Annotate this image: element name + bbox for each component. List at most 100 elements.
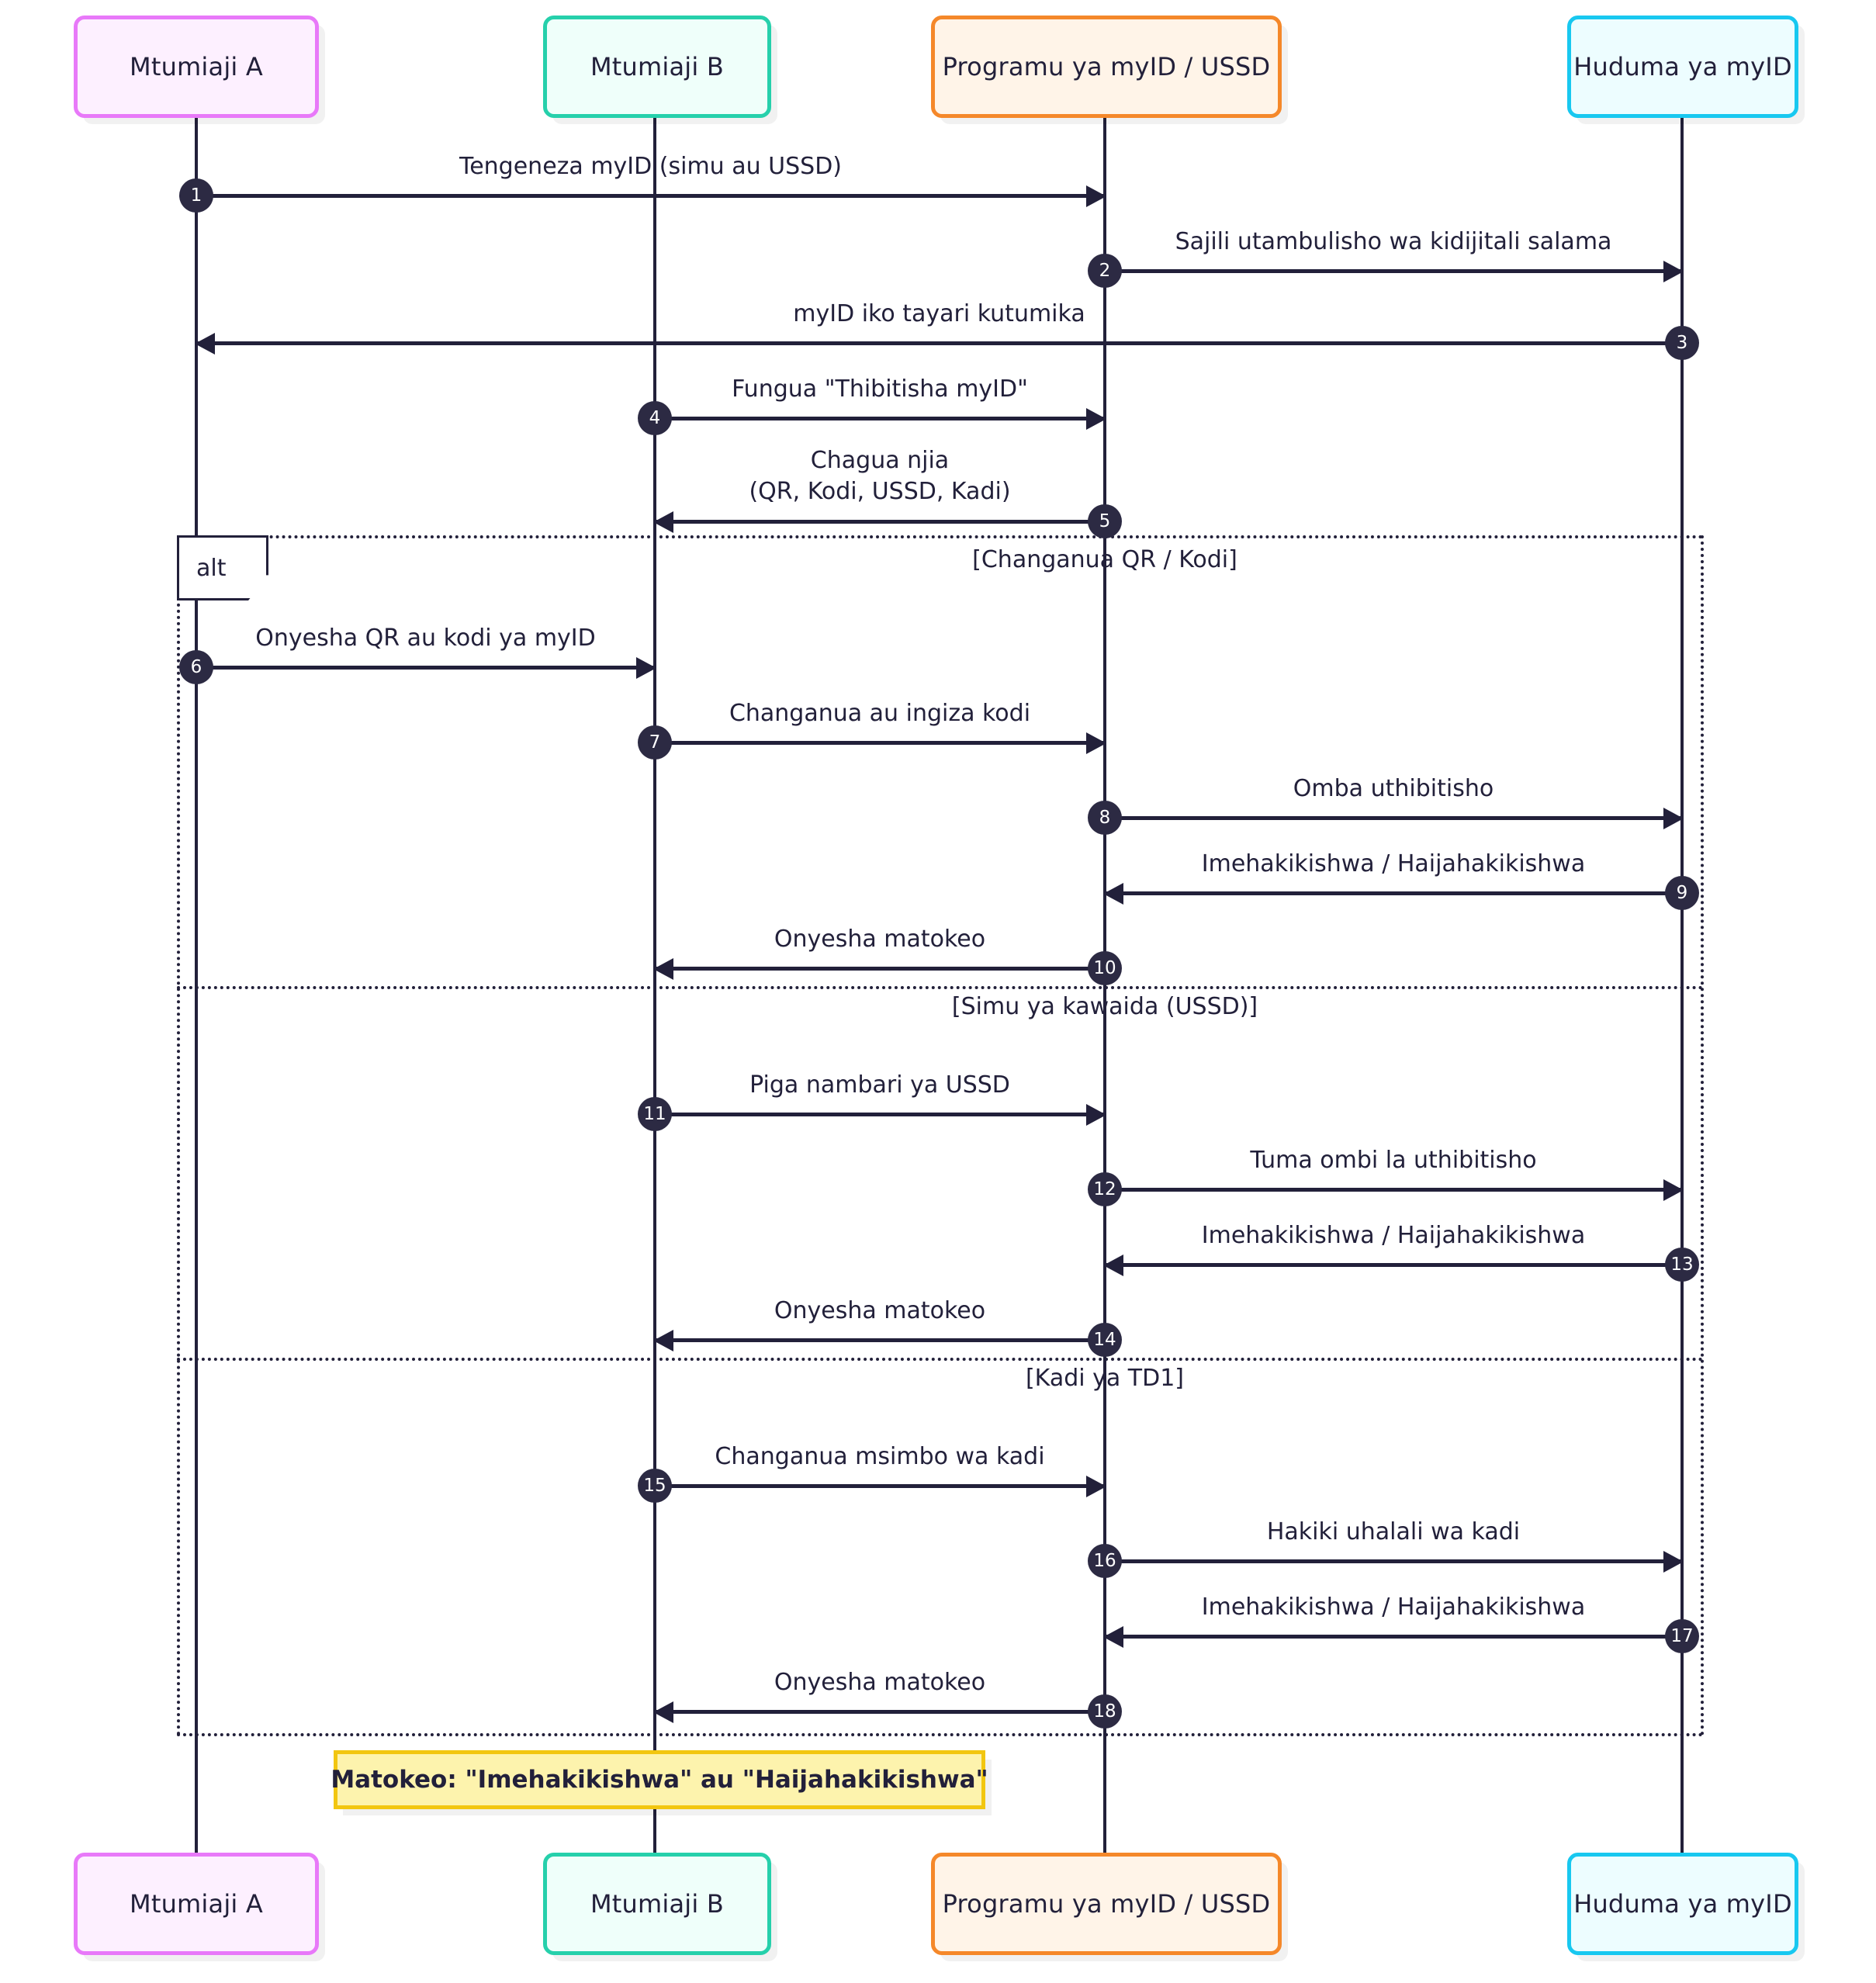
actor-label-bottom-c: Programu ya myID / USSD <box>942 1889 1271 1919</box>
message-label-7: Changanua au ingiza kodi <box>729 700 1031 727</box>
sequence-number-6: 6 <box>179 650 213 684</box>
note-box: Matokeo: "Imehakikishwa" au "Haijahakiki… <box>331 1750 988 1809</box>
sequence-number-4: 4 <box>638 401 672 435</box>
lifeline-d <box>1680 118 1684 1853</box>
arrowhead-icon <box>1663 261 1684 282</box>
sequence-number-13: 13 <box>1665 1248 1699 1282</box>
sequence-number-5: 5 <box>1088 504 1122 538</box>
sequence-number-10: 10 <box>1088 951 1122 985</box>
sequence-number-18: 18 <box>1088 1694 1122 1729</box>
lifeline-c <box>1103 118 1106 1853</box>
actor-box-top-c[interactable]: Programu ya myID / USSD <box>931 16 1282 118</box>
sequence-number-1: 1 <box>179 178 213 213</box>
message-label-3: myID iko tayari kutumika <box>793 300 1085 327</box>
message-line-13 <box>1105 1263 1682 1267</box>
alt-divider-1 <box>177 986 1704 989</box>
message-label-18: Onyesha matokeo <box>774 1669 986 1696</box>
arrowhead-icon <box>1086 1476 1106 1497</box>
message-label-17: Imehakikishwa / Haijahakikishwa <box>1201 1594 1586 1621</box>
message-line-6 <box>196 666 655 670</box>
arrowhead-icon <box>195 333 215 355</box>
message-label-14: Onyesha matokeo <box>774 1297 986 1324</box>
message-label-4: Fungua "Thibitisha myID" <box>732 375 1028 403</box>
actor-box-top-d[interactable]: Huduma ya myID <box>1567 16 1798 118</box>
sequence-number-2: 2 <box>1088 254 1122 288</box>
message-line-18 <box>655 1710 1105 1714</box>
sequence-number-9: 9 <box>1665 876 1699 910</box>
actor-label-top-c: Programu ya myID / USSD <box>942 52 1271 81</box>
message-label-9: Imehakikishwa / Haijahakikishwa <box>1201 850 1586 877</box>
actor-label-bottom-d: Huduma ya myID <box>1573 1889 1792 1919</box>
arrowhead-icon <box>1103 1255 1123 1276</box>
actor-box-bottom-d[interactable]: Huduma ya myID <box>1567 1853 1798 1955</box>
alt-divider-2 <box>177 1358 1704 1361</box>
actor-label-top-d: Huduma ya myID <box>1573 52 1792 81</box>
arrowhead-icon <box>1663 808 1684 829</box>
message-label-10: Onyesha matokeo <box>774 926 986 953</box>
alt-keyword-text: alt <box>196 554 227 582</box>
message-line-1 <box>196 194 1105 198</box>
message-line-14 <box>655 1338 1105 1342</box>
message-line-16 <box>1105 1559 1682 1563</box>
arrowhead-icon <box>653 511 673 533</box>
arrowhead-icon <box>1086 1104 1106 1126</box>
actor-box-bottom-c[interactable]: Programu ya myID / USSD <box>931 1853 1282 1955</box>
lifeline-b <box>653 118 656 1853</box>
message-label-11: Piga nambari ya USSD <box>749 1071 1010 1099</box>
arrowhead-icon <box>1086 732 1106 754</box>
message-line-12 <box>1105 1188 1682 1192</box>
message-line-3 <box>196 341 1682 345</box>
actor-box-top-b[interactable]: Mtumiaji B <box>543 16 771 118</box>
actor-label-bottom-a: Mtumiaji A <box>130 1889 263 1919</box>
arrowhead-icon <box>653 958 673 980</box>
message-label-15: Changanua msimbo wa kadi <box>715 1443 1045 1470</box>
alt-keyword-label: alt <box>177 535 268 600</box>
message-label-6: Onyesha QR au kodi ya myID <box>255 625 596 652</box>
actor-label-top-b: Mtumiaji B <box>590 52 724 81</box>
message-label-16: Hakiki uhalali wa kadi <box>1266 1518 1521 1545</box>
message-line-4 <box>655 417 1105 420</box>
message-line-2 <box>1105 269 1682 273</box>
actor-box-bottom-b[interactable]: Mtumiaji B <box>543 1853 771 1955</box>
arrowhead-icon <box>636 657 656 679</box>
arrowhead-icon <box>653 1330 673 1351</box>
message-label-1: Tengeneza myID (simu au USSD) <box>459 153 843 180</box>
alt-condition-0: [Changanua QR / Kodi] <box>972 546 1237 573</box>
lifeline-a <box>195 118 198 1853</box>
alt-condition-2: [Kadi ya TD1] <box>1025 1365 1185 1392</box>
arrowhead-icon <box>653 1701 673 1723</box>
arrowhead-icon <box>1103 1626 1123 1648</box>
message-line-7 <box>655 741 1105 745</box>
message-line-5 <box>655 520 1105 524</box>
actor-box-bottom-a[interactable]: Mtumiaji A <box>74 1853 319 1955</box>
message-line-15 <box>655 1484 1105 1488</box>
sequence-number-14: 14 <box>1088 1323 1122 1357</box>
arrowhead-icon <box>1086 185 1106 207</box>
message-label-8: Omba uthibitisho <box>1293 775 1494 802</box>
sequence-number-15: 15 <box>638 1469 672 1503</box>
actor-label-bottom-b: Mtumiaji B <box>590 1889 724 1919</box>
sequence-number-16: 16 <box>1088 1544 1122 1578</box>
message-line-10 <box>655 967 1105 971</box>
actor-box-top-a[interactable]: Mtumiaji A <box>74 16 319 118</box>
message-label-5: Chagua njia (QR, Kodi, USSD, Kadi) <box>749 447 1011 505</box>
arrowhead-icon <box>1103 883 1123 905</box>
sequence-number-11: 11 <box>638 1097 672 1131</box>
message-label-13: Imehakikishwa / Haijahakikishwa <box>1201 1222 1586 1249</box>
arrowhead-icon <box>1663 1179 1684 1201</box>
message-line-11 <box>655 1113 1105 1116</box>
message-line-9 <box>1105 891 1682 895</box>
arrowhead-icon <box>1086 408 1106 430</box>
message-label-12: Tuma ombi la uthibitisho <box>1250 1147 1537 1174</box>
sequence-number-7: 7 <box>638 725 672 760</box>
sequence-number-12: 12 <box>1088 1172 1122 1206</box>
alt-condition-1: [Simu ya kawaida (USSD)] <box>951 993 1258 1020</box>
actor-label-top-a: Mtumiaji A <box>130 52 263 81</box>
sequence-number-3: 3 <box>1665 326 1699 360</box>
message-line-17 <box>1105 1635 1682 1639</box>
message-label-2: Sajili utambulisho wa kidijitali salama <box>1175 228 1612 255</box>
sequence-number-17: 17 <box>1665 1619 1699 1653</box>
message-line-8 <box>1105 816 1682 820</box>
arrowhead-icon <box>1663 1551 1684 1573</box>
